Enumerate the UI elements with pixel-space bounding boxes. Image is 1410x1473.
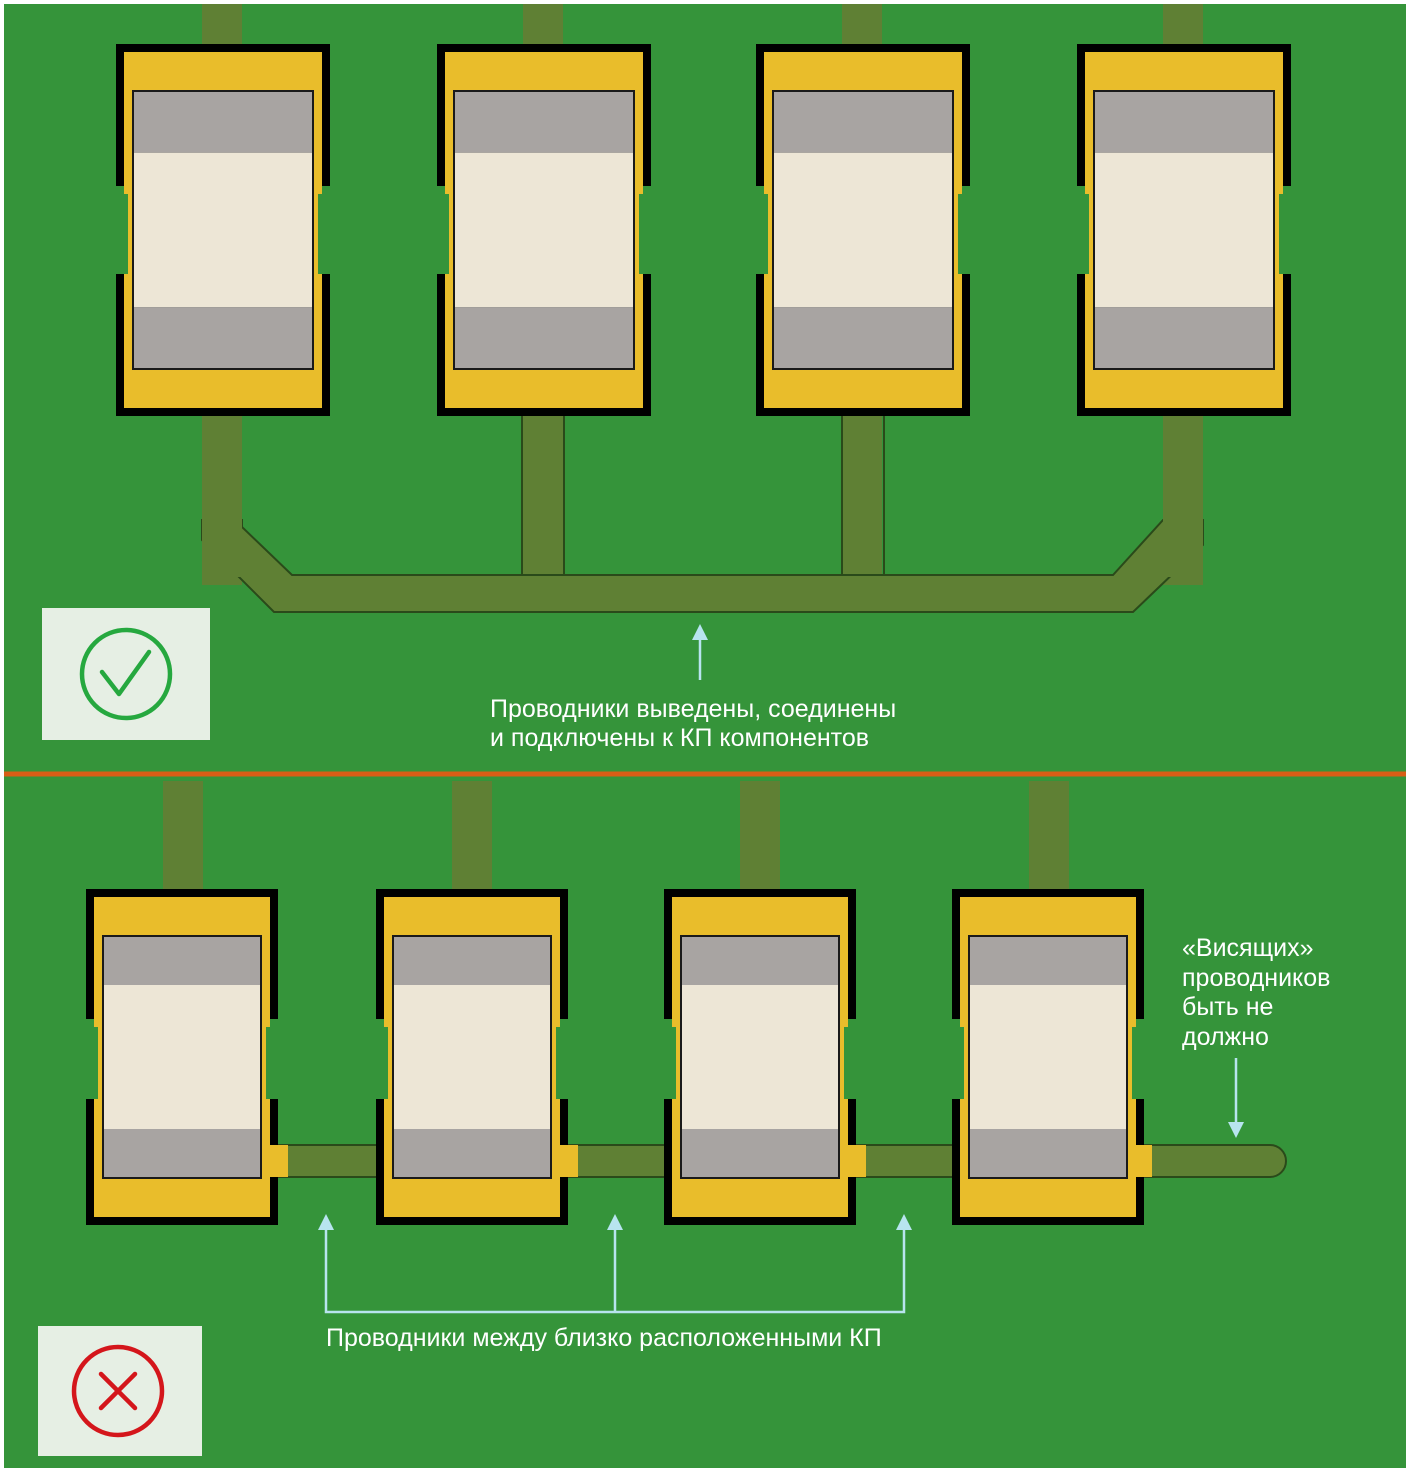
component-body (394, 985, 550, 1129)
bottom-capacitor-2 (376, 889, 568, 1225)
dangling-note-line4: должно (1182, 1023, 1269, 1051)
component-terminal-bottom (394, 1129, 550, 1177)
trace-drop-joint (842, 405, 882, 577)
component-terminal-bottom (455, 307, 633, 368)
bottom-caption: Проводники между близко расположенными К… (326, 1324, 882, 1352)
component-terminal-bottom (104, 1129, 260, 1177)
bottom-capacitor-4 (952, 889, 1144, 1225)
component-body (970, 985, 1126, 1129)
component-terminal-top (134, 92, 312, 153)
dangling-note: «Висящих» проводников быть не должно (1182, 934, 1330, 1138)
component-body (774, 152, 952, 308)
incorrect-badge (38, 1326, 202, 1456)
component-terminal-top (394, 937, 550, 985)
cross-circle-icon (71, 1344, 165, 1438)
pad-bridge (840, 1145, 866, 1177)
component-terminal-bottom (774, 307, 952, 368)
component-terminal-bottom (1095, 307, 1273, 368)
dangling-note-line3: быть не (1182, 993, 1273, 1021)
dangling-note-line2: проводников (1182, 964, 1330, 992)
trace-drop-joint (523, 405, 563, 577)
top-capacitor-4 (1077, 44, 1291, 416)
top-capacitor-2 (437, 44, 651, 416)
top-capacitor-1 (116, 44, 330, 416)
trace-drop-joint (1163, 405, 1203, 577)
pad-bridge (1130, 1145, 1152, 1177)
component-body (134, 152, 312, 308)
component-body (682, 985, 838, 1129)
component-terminal-bottom (134, 307, 312, 368)
top-traces (201, 4, 1204, 613)
component-terminal-top (682, 937, 838, 985)
correct-badge (42, 608, 210, 740)
top-caption-line1: Проводники выведены, соединены (490, 695, 896, 723)
bottom-capacitor-1 (86, 889, 278, 1225)
component-terminal-top (774, 92, 952, 153)
top-caption-arrow (692, 624, 708, 680)
bottom-components (86, 889, 1152, 1225)
trace-stub (163, 781, 203, 893)
check-circle-icon (79, 627, 173, 721)
trace-stub (452, 781, 492, 893)
dangling-note-line1: «Висящих» (1182, 934, 1314, 962)
component-terminal-top (1095, 92, 1273, 153)
trace-drop-joint (202, 405, 242, 577)
top-capacitor-3 (756, 44, 970, 416)
trace-stub (740, 781, 780, 893)
component-terminal-top (970, 937, 1126, 985)
pad-bridge (262, 1145, 288, 1177)
component-terminal-top (104, 937, 260, 985)
component-body (1095, 152, 1273, 308)
component-terminal-bottom (970, 1129, 1126, 1177)
pad-bridge (552, 1145, 578, 1177)
component-terminal-bottom (682, 1129, 838, 1177)
bottom-capacitor-3 (664, 889, 856, 1225)
bottom-caption-arrows (318, 1214, 912, 1314)
trace-stub (1029, 781, 1069, 893)
top-caption-line2: и подключены к КП компонентов (490, 724, 869, 752)
component-terminal-top (455, 92, 633, 153)
top-components (116, 44, 1291, 416)
component-body (455, 152, 633, 308)
component-body (104, 985, 260, 1129)
